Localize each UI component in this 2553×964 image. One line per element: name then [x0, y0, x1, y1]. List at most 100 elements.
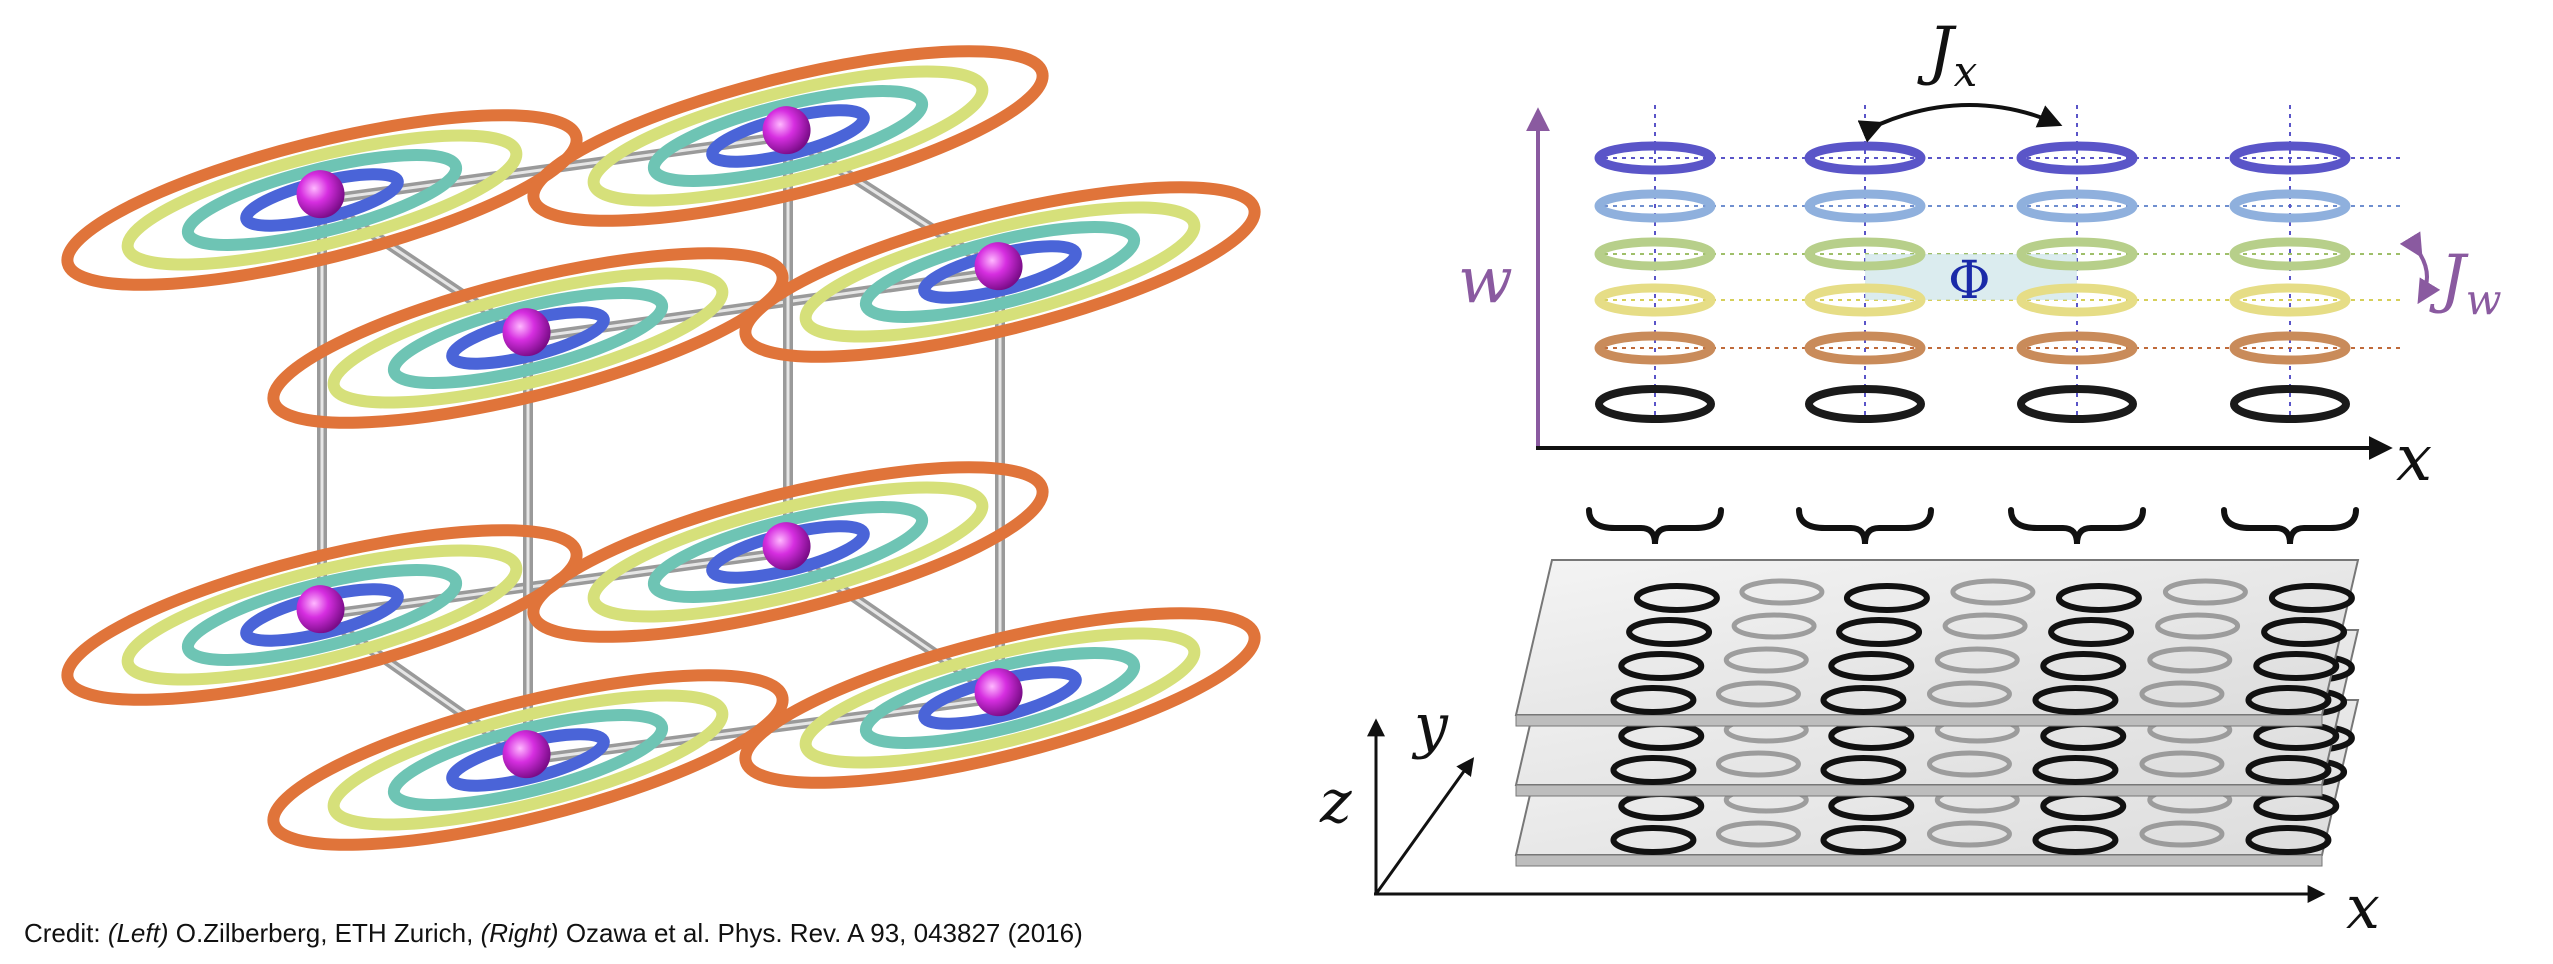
- sheet-edge: [1515, 784, 2323, 797]
- atom-sphere: [974, 242, 1023, 291]
- ring-brown: [1804, 331, 1926, 365]
- layer-ring-dark: [1820, 755, 1907, 785]
- orange-ring: [527, 461, 1049, 643]
- y-axis-label: y: [1411, 691, 1449, 761]
- atom-sphere: [762, 522, 811, 571]
- caption-prefix: Credit:: [24, 918, 108, 948]
- ring-grid: [1594, 141, 2351, 423]
- layer-ring-dark: [1836, 617, 1923, 647]
- ring-purple: [1804, 141, 1926, 175]
- layer-ring-dark: [1610, 755, 1697, 785]
- curly-brace: [2008, 507, 2146, 545]
- grid-lines: [1595, 105, 2400, 420]
- orange-ring: [739, 607, 1261, 789]
- layer-ring-faint: [2155, 612, 2241, 640]
- layer-ring-faint: [1934, 646, 2020, 674]
- layer-ring-faint: [1715, 820, 1801, 848]
- jx-coupling-arrow: [1857, 103, 2063, 143]
- layer-ring-dark: [2245, 825, 2332, 855]
- atom-sphere: [762, 106, 811, 155]
- ring-yellow: [2016, 283, 2138, 317]
- y-axis-line: [1374, 757, 1475, 895]
- ring-brown: [1594, 331, 1716, 365]
- jw-coupling-arrow: [2399, 231, 2441, 305]
- layer-ring-faint: [1950, 578, 2036, 606]
- layer-ring-dark: [2032, 825, 2119, 855]
- ring-black: [1595, 385, 1715, 423]
- orange-ring: [267, 247, 789, 429]
- ring-lightblue: [2229, 189, 2351, 223]
- ring-lightblue: [1594, 189, 1716, 223]
- ring-purple: [1594, 141, 1716, 175]
- layer-ring-faint: [2139, 820, 2225, 848]
- layer-ring-dark: [2055, 583, 2142, 613]
- caption-left-tag: (Left): [107, 918, 169, 948]
- layer-ring-dark: [1633, 583, 1720, 613]
- ring-lightblue: [2016, 189, 2138, 223]
- layer-ring-dark: [1610, 825, 1697, 855]
- lattice-site-front-bottom-right: [739, 607, 1261, 789]
- caption-left-credit: O.Zilberberg, ETH Zurich,: [168, 918, 481, 948]
- credit-caption: Credit: (Left) O.Zilberberg, ETH Zurich,…: [24, 918, 1083, 949]
- orange-ring: [527, 45, 1049, 227]
- yellow-ring: [327, 689, 729, 831]
- layer-ring-dark: [1820, 825, 1907, 855]
- layer-ring-dark: [2253, 651, 2340, 681]
- ring-black: [2017, 385, 2137, 423]
- layer-ring-faint: [1926, 680, 2012, 708]
- caption-right-credit: Ozawa et al. Phys. Rev. A 93, 043827 (20…: [558, 918, 1083, 948]
- ring-purple: [2016, 141, 2138, 175]
- ring-yellow: [1594, 283, 1716, 317]
- lattice-site-back-top-left: [61, 109, 583, 291]
- ring-yellow: [2229, 283, 2351, 317]
- layer-sheet: [1514, 559, 2360, 727]
- curly-brace: [2221, 507, 2359, 545]
- orange-ring: [739, 181, 1261, 363]
- w-axis-label: w: [1458, 244, 1513, 318]
- yellow-ring: [121, 129, 523, 271]
- lattice-site-front-bottom-left: [267, 669, 789, 851]
- layer-ring-dark: [2040, 651, 2127, 681]
- teal-ring: [181, 564, 463, 666]
- atom-sphere: [296, 170, 345, 219]
- layer-ring-faint: [2139, 680, 2225, 708]
- jw-label: Jw: [2429, 242, 2502, 324]
- atom-sphere: [502, 308, 551, 357]
- ring-brown: [2016, 331, 2138, 365]
- layer-ring-faint: [1731, 612, 1817, 640]
- yellow-ring: [587, 65, 989, 207]
- ring-lightblue: [1804, 189, 1926, 223]
- layer-ring-faint: [1926, 750, 2012, 778]
- layer-ring-faint: [1715, 750, 1801, 778]
- ring-green: [1804, 237, 1926, 271]
- orange-ring: [61, 109, 583, 291]
- ring-brown: [2229, 331, 2351, 365]
- layer-ring-dark: [2032, 685, 2119, 715]
- ring-yellow: [1804, 283, 1926, 317]
- x-axis-label-bottom: x: [2346, 873, 2380, 943]
- caption-right-tag: (Right): [480, 918, 559, 948]
- yellow-ring: [121, 544, 523, 686]
- teal-ring: [859, 647, 1141, 749]
- lattice-site-back-top-right: [527, 45, 1049, 227]
- z-axis-label: z: [1319, 767, 1352, 837]
- layer-ring-dark: [1610, 685, 1697, 715]
- yellow-ring: [799, 201, 1201, 343]
- ring-black: [1805, 385, 1925, 423]
- curly-brace: [1586, 507, 1724, 545]
- layer-ring-faint: [1739, 578, 1825, 606]
- teal-ring: [387, 287, 669, 389]
- curly-brace: [1796, 507, 1934, 545]
- sheet-edge: [1515, 854, 2323, 867]
- layer-ring-dark: [1618, 651, 1705, 681]
- ring-green: [2016, 237, 2138, 271]
- layer-ring-faint: [2139, 750, 2225, 778]
- layer-ring-dark: [2268, 583, 2355, 613]
- ring-black: [2230, 385, 2350, 423]
- teal-ring: [647, 85, 929, 187]
- layer-ring-faint: [1926, 820, 2012, 848]
- orange-ring: [267, 669, 789, 851]
- ring-green: [1594, 237, 1716, 271]
- ring-green: [2229, 237, 2351, 271]
- lattice-site-back-bottom-left: [61, 524, 583, 706]
